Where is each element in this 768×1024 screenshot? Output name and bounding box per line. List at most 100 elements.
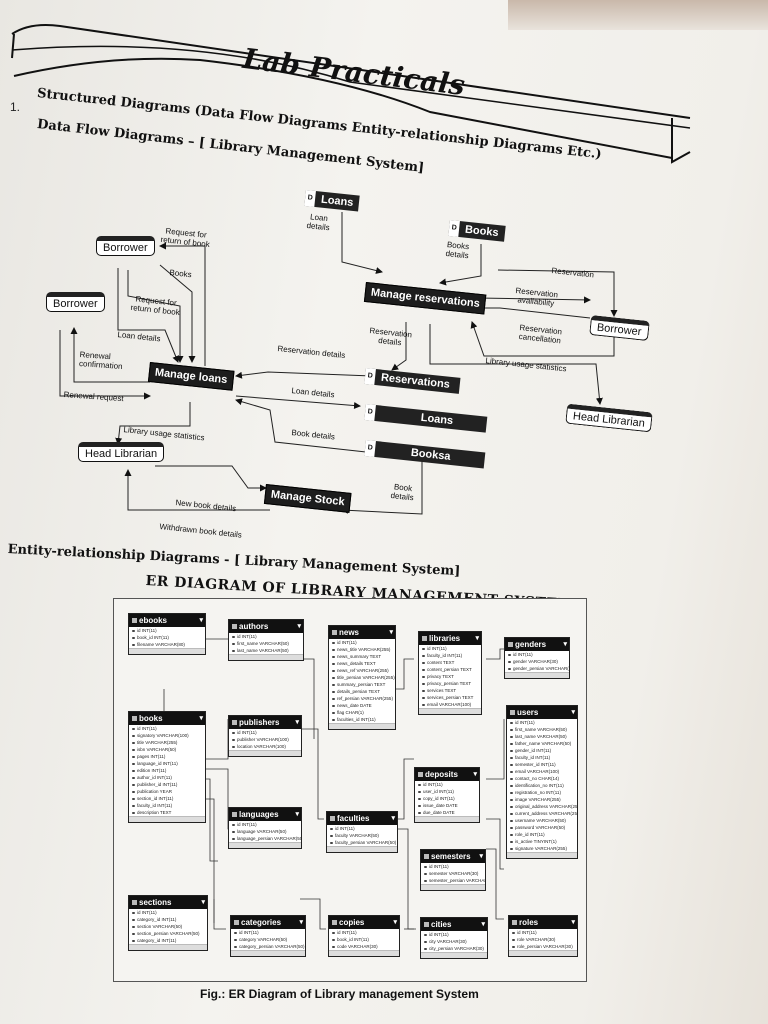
er-table-semesters: semestersid INT(11)semester VARCHAR(30)s… — [420, 849, 486, 891]
er-table-authors: authorsid INT(11)first_name VARCHAR(50)l… — [228, 619, 304, 661]
er-table-field: id INT(11) — [229, 821, 301, 828]
er-table-field: id INT(11) — [129, 909, 207, 916]
er-table-field: signature VARCHAR(255) — [507, 845, 577, 852]
er-table-field: identification_no INT(11) — [507, 782, 577, 789]
er-table-footer — [327, 846, 397, 852]
er-table-languages: languagesid INT(11)language VARCHAR(50)l… — [228, 807, 302, 849]
er-table-header: sections — [129, 896, 207, 909]
er-table-field: due_date DATE — [415, 809, 479, 816]
er-table-footer — [509, 950, 577, 956]
er-table-field: content_persian TEXT — [419, 666, 481, 673]
er-table-field: faculty_id INT(11) — [419, 652, 481, 659]
er-diagram-frame: ebooksid INT(11)book_id INT(11)filename … — [113, 598, 587, 982]
er-table-field: section VARCHAR(50) — [129, 923, 207, 930]
section-number: 1. — [10, 100, 21, 114]
er-table-field: id INT(11) — [421, 863, 485, 870]
er-table-header: languages — [229, 808, 301, 821]
entity-head-librarian-left: Head Librarian — [78, 442, 165, 462]
er-table-field: content TEXT — [419, 659, 481, 666]
er-table-field: language_persian VARCHAR(50) — [229, 835, 301, 842]
er-table-field: last_name VARCHAR(50) — [229, 647, 303, 654]
er-table-footer — [229, 654, 303, 660]
er-table-publishers: publishersid INT(11)publisher VARCHAR(10… — [228, 715, 302, 757]
er-table-field: email VARCHAR(100) — [507, 768, 577, 775]
er-table-field: services TEXT — [419, 687, 481, 694]
er-table-users: usersid INT(11)first_name VARCHAR(50)las… — [506, 705, 578, 859]
er-table-header: semesters — [421, 850, 485, 863]
er-table-field: id INT(11) — [129, 725, 205, 732]
er-table-header: ebooks — [129, 614, 205, 627]
er-table-field: publisher_id INT(11) — [129, 781, 205, 788]
er-table-footer — [505, 672, 569, 678]
page-corner-background — [508, 0, 768, 30]
er-table-header: faculties — [327, 812, 397, 825]
er-table-header: cities — [421, 918, 487, 931]
er-table-field: pages INT(11) — [129, 753, 205, 760]
er-table-field: section_persian VARCHAR(50) — [129, 930, 207, 937]
er-table-books: booksid INT(11)signatory VARCHAR(100)tit… — [128, 711, 206, 823]
er-table-field: flag CHAR(1) — [329, 709, 395, 716]
er-table-header: publishers — [229, 716, 301, 729]
er-table-field: gender_id INT(11) — [507, 747, 577, 754]
er-table-field: signatory VARCHAR(100) — [129, 732, 205, 739]
er-table-field: id INT(11) — [229, 729, 301, 736]
er-table-field: category VARCHAR(50) — [231, 936, 305, 943]
er-table-field: id INT(11) — [329, 929, 399, 936]
er-table-field: author_id INT(11) — [129, 774, 205, 781]
er-table-header: deposits — [415, 768, 479, 781]
dfd-flow-arrows — [59, 212, 618, 515]
er-table-field: faculty VARCHAR(50) — [327, 832, 397, 839]
er-table-field: first_name VARCHAR(50) — [507, 726, 577, 733]
er-table-field: news_date DATE — [329, 702, 395, 709]
er-table-header: copies — [329, 916, 399, 929]
er-table-roles: rolesid INT(11)role VARCHAR(30)role_pers… — [508, 915, 578, 957]
er-table-field: id INT(11) — [507, 719, 577, 726]
er-table-field: publication YEAR — [129, 788, 205, 795]
er-table-field: details_persian TEXT — [329, 688, 395, 695]
er-table-header: authors — [229, 620, 303, 633]
er-table-header: genders — [505, 638, 569, 651]
er-table-field: faculty_id INT(11) — [507, 754, 577, 761]
er-table-header: books — [129, 712, 205, 725]
er-table-libraries: librariesid INT(11)faculty_id INT(11)con… — [418, 631, 482, 715]
er-table-field: category_id INT(11) — [129, 937, 207, 944]
er-table-copies: copiesid INT(11)book_id INT(11)code VARC… — [328, 915, 400, 957]
er-table-footer — [129, 944, 207, 950]
er-table-field: id INT(11) — [505, 651, 569, 658]
er-table-field: isbn VARCHAR(50) — [129, 746, 205, 753]
er-table-genders: gendersid INT(11)gender VARCHAR(30)gende… — [504, 637, 570, 679]
er-table-header: news — [329, 626, 395, 639]
er-table-sections: sectionsid INT(11)category_id INT(11)sec… — [128, 895, 208, 951]
er-table-field: email VARCHAR(100) — [419, 701, 481, 708]
er-table-field: role_id INT(11) — [507, 831, 577, 838]
er-table-footer — [419, 708, 481, 714]
er-table-field: category_id INT(11) — [129, 916, 207, 923]
er-table-field: semester_persian VARCHAR(30) — [421, 877, 485, 884]
er-table-field: id INT(11) — [419, 645, 481, 652]
er-table-field: edition INT(11) — [129, 767, 205, 774]
er-table-field: password VARCHAR(50) — [507, 824, 577, 831]
er-table-field: news_ref VARCHAR(255) — [329, 667, 395, 674]
er-table-field: location VARCHAR(100) — [229, 743, 301, 750]
er-table-field: book_id INT(11) — [329, 936, 399, 943]
er-table-footer — [231, 950, 305, 956]
er-table-categories: categoriesid INT(11)category VARCHAR(50)… — [230, 915, 306, 957]
er-table-field: language_id INT(11) — [129, 760, 205, 767]
er-table-header: libraries — [419, 632, 481, 645]
er-table-footer — [421, 952, 487, 958]
er-table-field: gender_persian VARCHAR(30) — [505, 665, 569, 672]
er-table-field: publisher VARCHAR(100) — [229, 736, 301, 743]
er-table-field: category_persian VARCHAR(50) — [231, 943, 305, 950]
er-table-field: copy_id INT(11) — [415, 795, 479, 802]
er-table-field: code VARCHAR(30) — [329, 943, 399, 950]
er-table-field: last_name VARCHAR(50) — [507, 733, 577, 740]
er-table-field: city VARCHAR(30) — [421, 938, 487, 945]
er-table-deposits: depositsid INT(11)user_id INT(11)copy_id… — [414, 767, 480, 823]
er-table-field: first_name VARCHAR(50) — [229, 640, 303, 647]
er-table-field: title VARCHAR(255) — [129, 739, 205, 746]
er-table-footer — [129, 648, 205, 654]
er-table-footer — [129, 816, 205, 822]
